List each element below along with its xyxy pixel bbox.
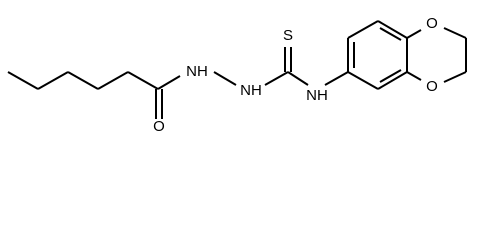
atom-label-oxygen-carbonyl: O — [153, 118, 165, 135]
bond-c5-c6 — [127, 71, 159, 90]
dioxane-ring — [406, 27, 467, 83]
ring-inner-3 — [379, 69, 402, 83]
atom-label-oxygen-ring-bottom: O — [426, 78, 438, 95]
atom-label-nh-3: NH — [306, 87, 328, 104]
atom-label-nh-2: NH — [240, 82, 262, 99]
chemical-structure-diagram: O NH NH S NH O O — [7, 15, 467, 135]
ring-bond-6 — [347, 71, 379, 90]
dioxane-bond-4 — [443, 71, 467, 83]
dioxane-bond-5 — [406, 71, 422, 81]
ring-bond-3 — [377, 20, 408, 39]
bond-c4-c5 — [97, 71, 129, 90]
bond-c3-c4 — [67, 71, 99, 90]
atom-label-nh-1: NH — [186, 63, 208, 80]
bond-n3-aryl — [324, 71, 349, 86]
carbonyl-double-bond — [155, 89, 163, 119]
bond-c1-c2 — [7, 71, 39, 90]
bond-c2-c3 — [37, 71, 69, 90]
ring-bond-2 — [347, 20, 379, 39]
ring-bond-5 — [377, 71, 408, 90]
bond-n1-n2 — [213, 71, 237, 86]
dioxane-bond-1 — [406, 29, 422, 39]
benzene-ring — [347, 20, 408, 90]
bond-c6-n1 — [157, 75, 181, 90]
atom-label-oxygen-ring-top: O — [426, 15, 438, 32]
backbone-bonds — [157, 71, 309, 90]
hexyl-chain-bonds — [7, 71, 159, 90]
atom-label-sulfur: S — [283, 27, 293, 44]
bond-cs-n3 — [287, 71, 309, 86]
ring-inner-2 — [379, 27, 402, 41]
dioxane-bond-2 — [443, 27, 467, 39]
bond-n2-cs — [264, 71, 289, 86]
thione-double-bond — [284, 47, 292, 72]
